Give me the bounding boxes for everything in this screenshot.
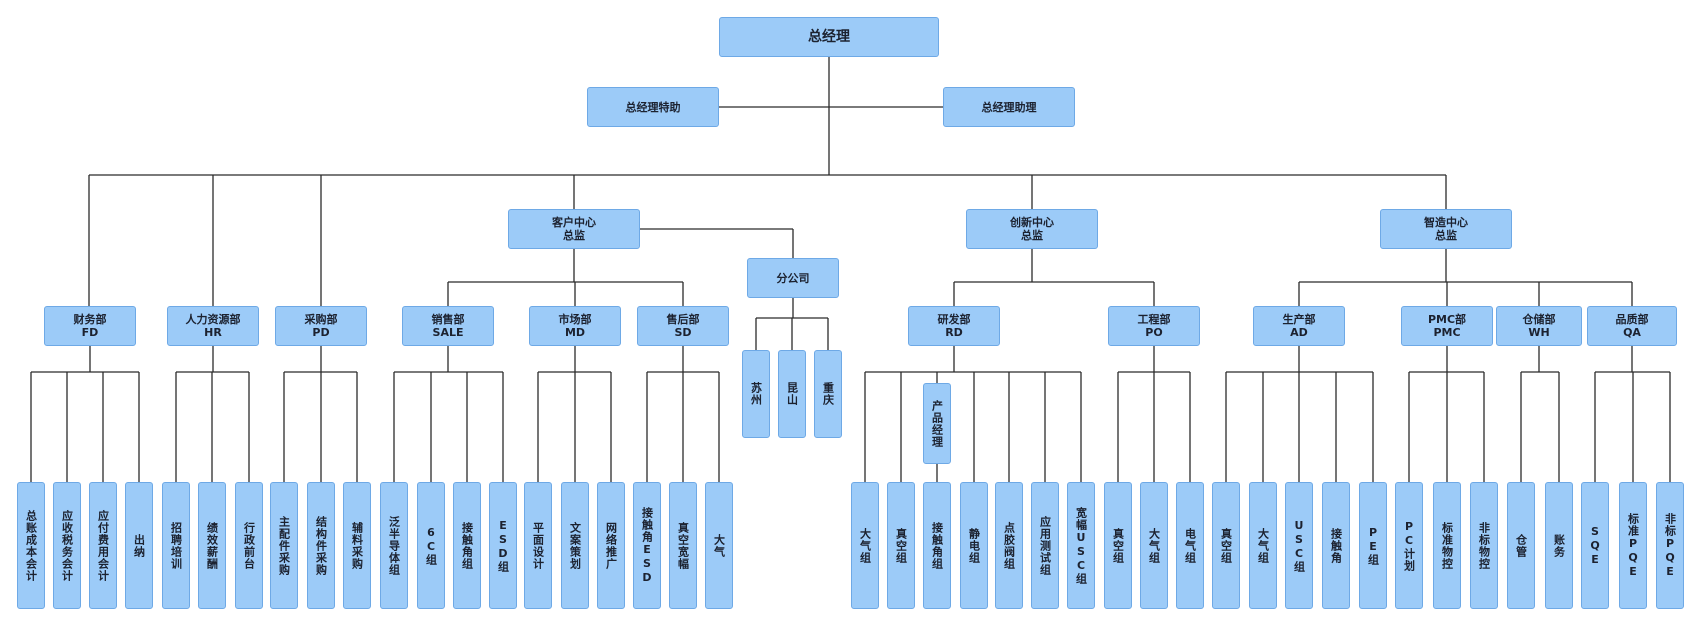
team-rd-2: 真空组 — [887, 482, 915, 609]
innovation-center-name: 创新中心 — [1010, 216, 1054, 229]
team-fd-1: 总账成本会计 — [17, 482, 45, 609]
team-hr-3: 行政前台 — [235, 482, 263, 609]
team-qa-3: 非标PQE — [1656, 482, 1684, 609]
team-md-1: 平面设计 — [524, 482, 552, 609]
team-ad-4: 接触角 — [1322, 482, 1350, 609]
team-po-1: 真空组 — [1104, 482, 1132, 609]
team-pmc-1: PC计划 — [1395, 482, 1423, 609]
team-pd-2: 结构件采购 — [307, 482, 335, 609]
manufacturing-center-title: 总监 — [1435, 229, 1457, 242]
branch-office-box: 分公司 — [747, 258, 839, 298]
team-po-2: 大气组 — [1140, 482, 1168, 609]
team-ad-5: PE组 — [1359, 482, 1387, 609]
customer-center-name: 客户中心 — [552, 216, 596, 229]
assistant-label: 总经理助理 — [981, 100, 1037, 114]
team-sale-3: 接触角组 — [453, 482, 481, 609]
team-wh-1: 仓管 — [1507, 482, 1535, 609]
branch-city-chongqing: 重庆 — [814, 350, 842, 438]
team-po-3: 电气组 — [1176, 482, 1204, 609]
branch-city-kunshan: 昆山 — [778, 350, 806, 438]
branch-office-label: 分公司 — [776, 271, 810, 285]
branch-city-suzhou: 苏州 — [742, 350, 770, 438]
team-pd-3: 辅料采购 — [343, 482, 371, 609]
team-rd-1: 大气组 — [851, 482, 879, 609]
team-md-3: 网络推广 — [597, 482, 625, 609]
team-sale-1: 泛半导体组 — [380, 482, 408, 609]
team-hr-1: 招聘培训 — [162, 482, 190, 609]
team-sd-3: 大气 — [705, 482, 733, 609]
innovation-center-box: 创新中心 总监 — [966, 209, 1098, 249]
team-ad-1: 真空组 — [1212, 482, 1240, 609]
team-qa-2: 标准PQE — [1619, 482, 1647, 609]
team-ad-3: USC组 — [1285, 482, 1313, 609]
team-fd-2: 应收税务会计 — [53, 482, 81, 609]
team-qa-1: SQE — [1581, 482, 1609, 609]
innovation-center-title: 总监 — [1021, 229, 1043, 242]
team-ad-2: 大气组 — [1249, 482, 1277, 609]
team-rd-4: 静电组 — [960, 482, 988, 609]
team-rd-6: 应用测试组 — [1031, 482, 1059, 609]
manufacturing-center-name: 智造中心 — [1424, 216, 1468, 229]
assistant-box: 总经理助理 — [943, 87, 1075, 127]
team-wh-2: 账务 — [1545, 482, 1573, 609]
team-rd-3: 接触角组 — [923, 482, 951, 609]
team-pmc-2: 标准物控 — [1433, 482, 1461, 609]
product-manager-box: 产品经理 — [923, 383, 951, 464]
team-pmc-3: 非标物控 — [1470, 482, 1498, 609]
team-pd-1: 主配件采购 — [270, 482, 298, 609]
team-fd-4: 出纳 — [125, 482, 153, 609]
team-fd-3: 应付费用会计 — [89, 482, 117, 609]
ceo-label: 总经理 — [808, 28, 850, 45]
team-sd-2: 真空宽幅 — [669, 482, 697, 609]
special-assistant-box: 总经理特助 — [587, 87, 719, 127]
team-sale-2: 6C组 — [417, 482, 445, 609]
special-assistant-label: 总经理特助 — [625, 100, 681, 114]
team-rd-5: 点胶阀组 — [995, 482, 1023, 609]
team-hr-2: 绩效薪酬 — [198, 482, 226, 609]
ceo-box: 总经理 — [719, 17, 939, 57]
customer-center-title: 总监 — [563, 229, 585, 242]
customer-center-box: 客户中心 总监 — [508, 209, 640, 249]
team-sale-4: ESD组 — [489, 482, 517, 609]
team-md-2: 文案策划 — [561, 482, 589, 609]
manufacturing-center-box: 智造中心 总监 — [1380, 209, 1512, 249]
